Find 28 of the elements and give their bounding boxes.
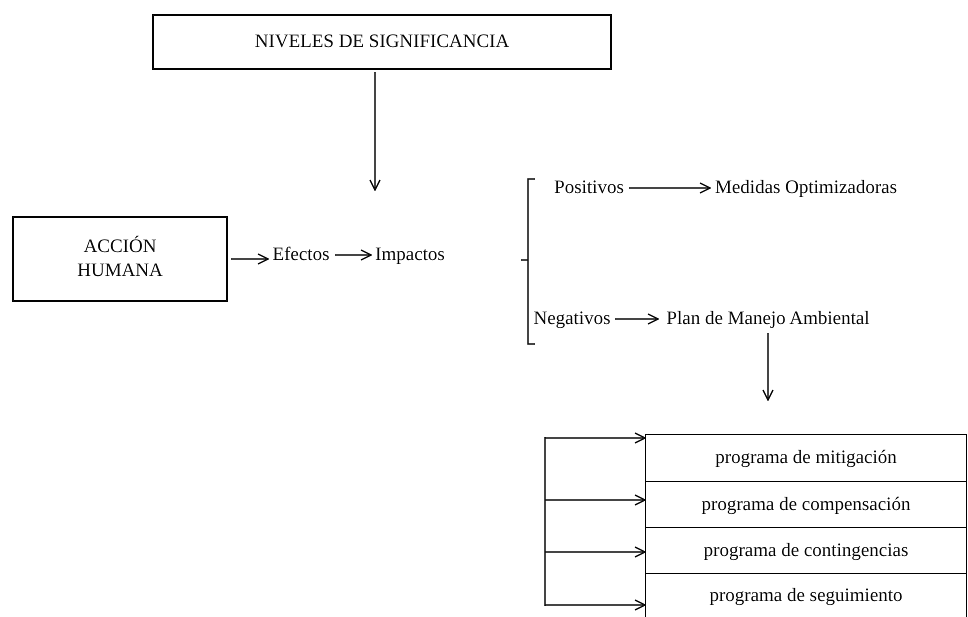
arrow <box>545 599 646 611</box>
arrow <box>615 313 659 325</box>
box-label: programa de compensación <box>702 492 910 516</box>
arrow <box>545 546 646 558</box>
node-label: Positivos <box>554 176 624 200</box>
arrow <box>545 432 646 444</box>
process-box <box>152 14 612 70</box>
arrow <box>335 249 372 261</box>
box-label: programa de contingencias <box>704 538 908 562</box>
node-label: Efectos <box>272 243 330 267</box>
node-label: Impactos <box>375 243 445 267</box>
node-label: Medidas Optimizadoras <box>714 176 898 200</box>
program-cell <box>645 573 967 617</box>
program-cell <box>645 481 967 528</box>
arrow <box>545 494 646 506</box>
box-label: programa de seguimiento <box>709 584 903 608</box>
node-label: Plan de Manejo Ambiental <box>666 307 870 331</box>
arrow <box>231 253 269 265</box>
program-cell <box>645 527 967 574</box>
program-cell <box>645 434 967 482</box>
node-label: Negativos <box>533 307 611 331</box>
arrow <box>629 182 711 194</box>
box-label: NIVELES DE SIGNIFICANCIA <box>254 30 510 54</box>
box-label: programa de mitigación <box>715 446 897 470</box>
box-label: ACCIÓN HUMANA <box>76 235 164 283</box>
arrow <box>762 333 774 401</box>
process-box <box>12 216 228 302</box>
arrow <box>369 72 381 191</box>
